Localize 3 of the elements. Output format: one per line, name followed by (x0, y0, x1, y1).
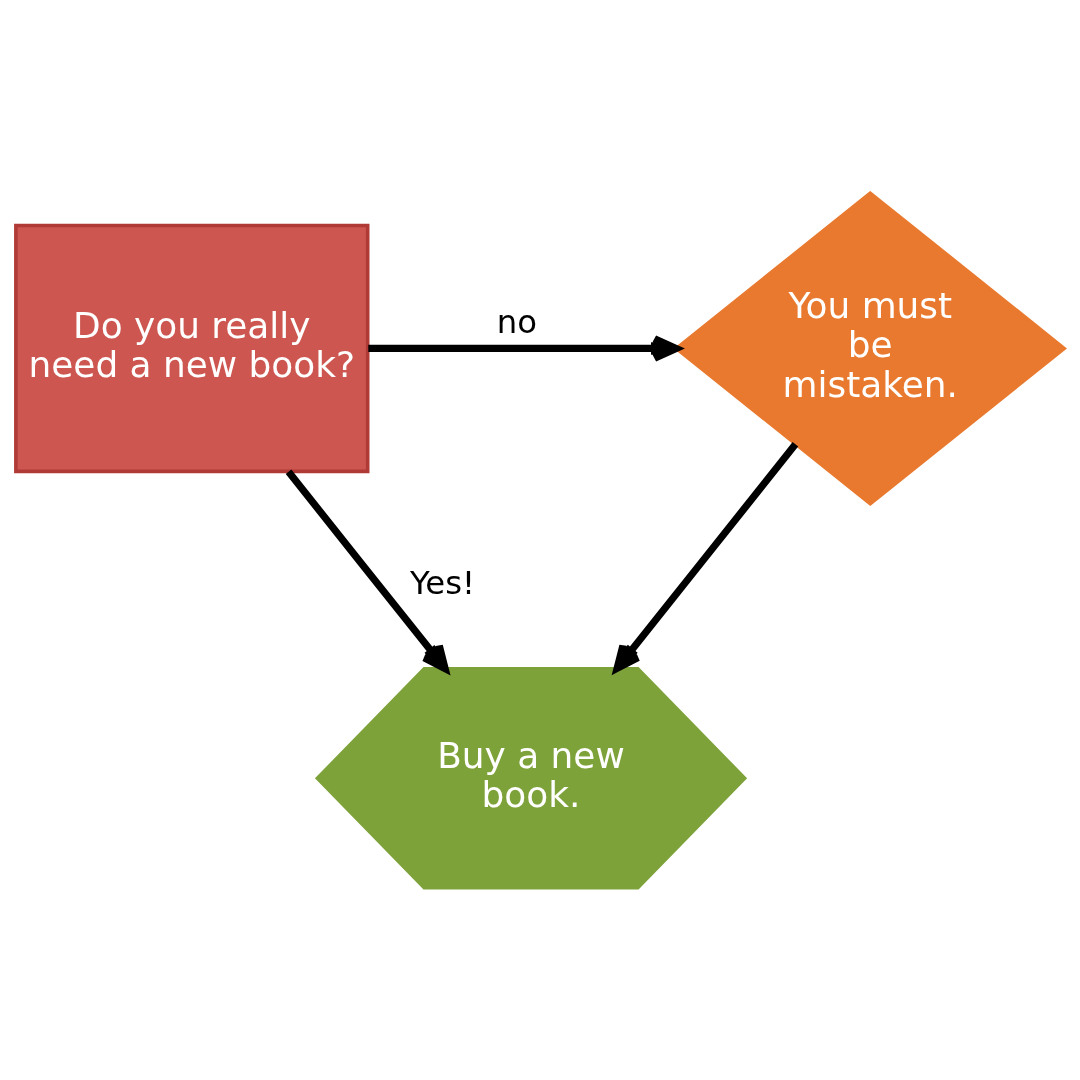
node-box: Do you really need a new book? (14, 223, 370, 473)
edge-label: Yes! (409, 563, 475, 602)
edge-label: no (496, 302, 538, 341)
